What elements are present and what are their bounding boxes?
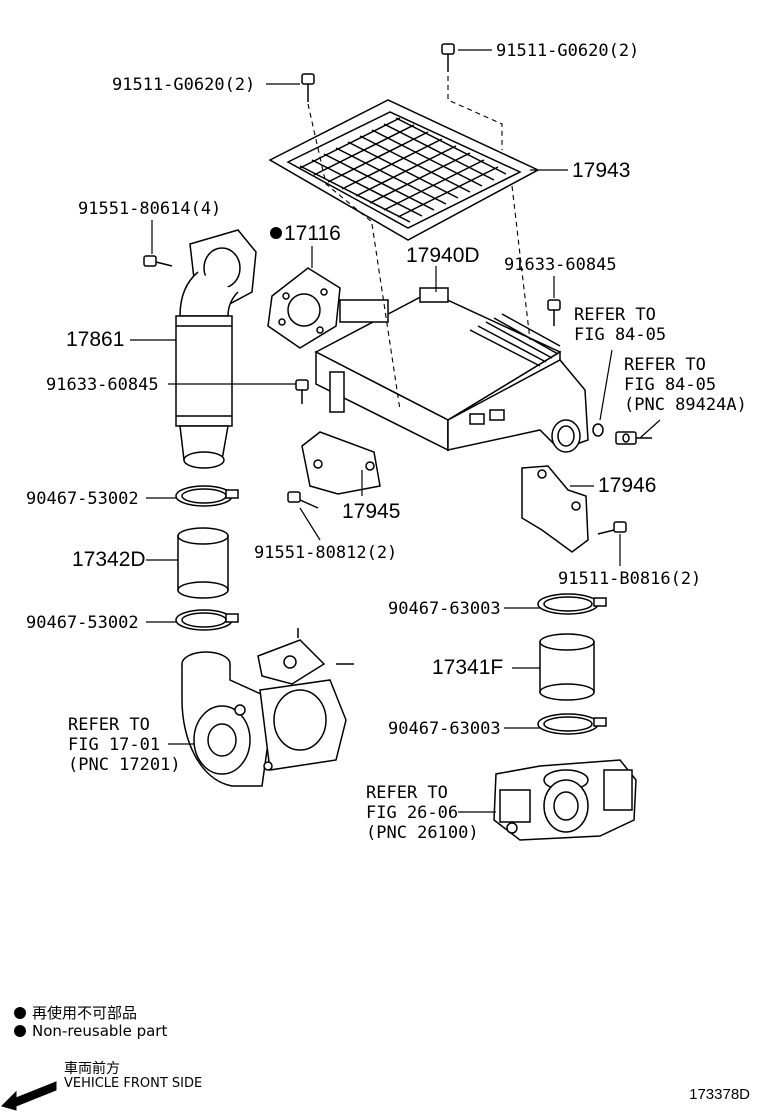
- callout-intercooler: 17940D: [406, 244, 480, 267]
- callout-clamp-right-lower: 90467-63003: [388, 719, 501, 739]
- bracket-right: [521, 465, 589, 553]
- intercooler: [314, 287, 589, 453]
- callout-clamp-right-upper: 90467-63003: [388, 599, 501, 619]
- callout-gasket: 17116: [284, 222, 341, 245]
- callout-bolt-right: 91633-60845: [504, 255, 617, 275]
- callout-refer-26-line1: REFER TO: [366, 783, 448, 803]
- hose-right: [539, 633, 595, 701]
- legend-dot-icon: [14, 1006, 26, 1019]
- callout-hose-left: 17342D: [72, 548, 146, 571]
- callout-refer-17-line1: REFER TO: [68, 715, 150, 735]
- callout-air-filter: 17943: [572, 159, 630, 182]
- bolt-right-cooler: [547, 299, 561, 326]
- clamp-right-upper: [537, 593, 607, 615]
- legend-dot-icon: [14, 1025, 26, 1037]
- bolt-pipe-flange: [143, 255, 173, 267]
- legend-japanese-text: 再使用不可部品: [32, 1004, 138, 1022]
- guide-bolt-top-left: [307, 103, 373, 223]
- callout-clamp-left-upper: 90467-53002: [26, 489, 139, 509]
- bolt-left-cooler: [295, 379, 309, 404]
- callout-bolt-bracket-right: 91511-B0816(2): [558, 569, 701, 589]
- callout-bolt-bracket-left: 91551-80812(2): [254, 543, 397, 563]
- callout-hose-right: 17341F: [432, 656, 503, 679]
- callout-refer-84-a-line2: FIG 84-05: [574, 325, 666, 345]
- leader-lines: [130, 49, 661, 813]
- callout-refer-84-b-line1: REFER TO: [624, 355, 706, 375]
- guide-filter-to-cooler-right: [511, 185, 531, 341]
- clamp-left-lower: [175, 609, 239, 631]
- callout-bracket-right: 17946: [598, 474, 656, 497]
- bolt-top-left: [301, 73, 315, 102]
- callout-refer-84-a-line1: REFER TO: [574, 305, 656, 325]
- callout-bolt-left: 91633-60845: [46, 375, 159, 395]
- figure-id: 173378D: [689, 1086, 750, 1103]
- callout-clamp-left-lower: 90467-53002: [26, 613, 139, 633]
- direction-label-english: VEHICLE FRONT SIDE: [64, 1076, 203, 1091]
- callout-refer-26-line3: (PNC 26100): [366, 823, 479, 843]
- intercooler-pipe: [175, 229, 257, 469]
- turbocharger: [181, 628, 354, 787]
- legend-japanese: 再使用不可部品: [14, 1002, 137, 1023]
- callout-bolt-pipe-flange: 91551-80614(4): [78, 199, 221, 219]
- guide-filter-to-cooler-left: [371, 223, 401, 411]
- callout-refer-84-b-line2: FIG 84-05: [624, 375, 716, 395]
- callouts: 91511-G0620(2) 91511-G0620(2) 17943 9155…: [26, 41, 747, 843]
- callout-refer-26-line2: FIG 26-06: [366, 803, 458, 823]
- legend-english: Non-reusable part: [14, 1022, 167, 1040]
- gasket: [267, 267, 341, 349]
- bolt-bracket-right: [597, 521, 627, 535]
- bolt-top-right: [441, 43, 455, 72]
- direction-label-japanese: 車両前方: [64, 1061, 120, 1077]
- callout-bolt-top-left: 91511-G0620(2): [112, 75, 255, 95]
- clamp-right-lower: [537, 713, 607, 735]
- hose-left: [177, 527, 229, 599]
- bolt-bracket-left: [287, 491, 319, 509]
- air-filter-panel: [268, 99, 540, 241]
- callout-bolt-top-right: 91511-G0620(2): [496, 41, 639, 61]
- callout-pipe: 17861: [66, 328, 124, 351]
- non-reusable-marker: [270, 227, 282, 239]
- callout-refer-17-line2: FIG 17-01: [68, 735, 160, 755]
- legend-english-text: Non-reusable part: [32, 1022, 168, 1040]
- washer-right: [592, 423, 604, 437]
- guide-bolt-top-right: [447, 76, 503, 150]
- callout-bracket-left: 17945: [342, 500, 400, 523]
- front-direction-arrow-icon: [1, 1081, 57, 1111]
- bracket-left: [301, 431, 381, 495]
- throttle-body: [493, 759, 637, 841]
- clamp-left-upper: [175, 485, 239, 507]
- callout-refer-84-b-line3: (PNC 89424A): [624, 395, 747, 415]
- callout-refer-17-line3: (PNC 17201): [68, 755, 181, 775]
- sensor-89424a: [615, 431, 652, 445]
